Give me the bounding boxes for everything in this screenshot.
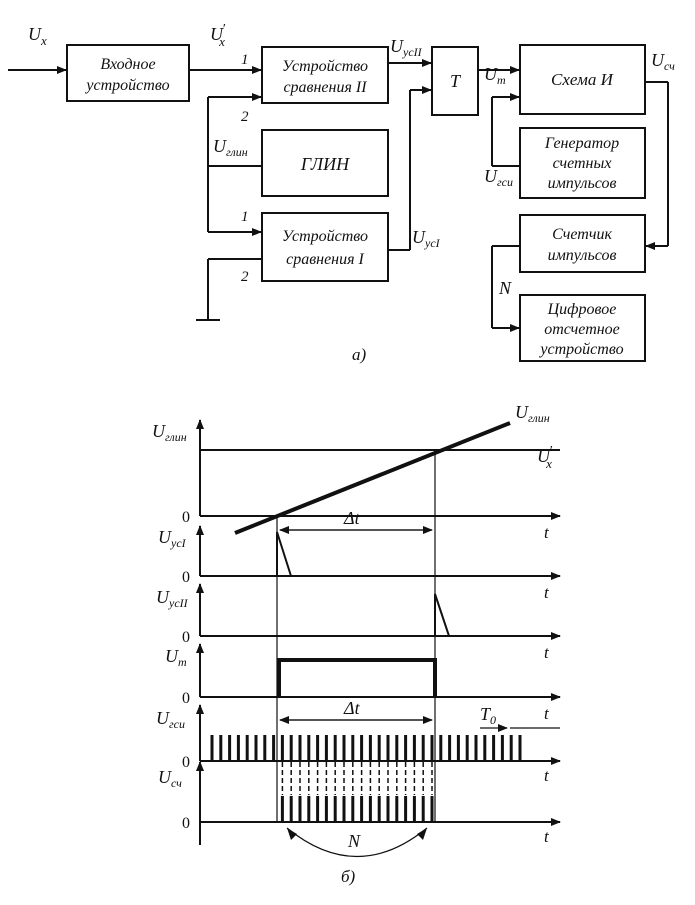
- delta-t-label-2: Δt: [343, 698, 361, 718]
- zero-3: 0: [182, 629, 190, 646]
- uglin-label: Uглин: [213, 136, 248, 159]
- generator-line3: импульсов: [548, 175, 617, 192]
- input-device-line1: Входное: [100, 56, 155, 73]
- t-label-4: t: [544, 704, 550, 723]
- glin-label: ГЛИН: [300, 154, 350, 174]
- input-device-block: Входное устройство: [66, 44, 190, 102]
- trace-label-usch: Uсч: [158, 767, 182, 790]
- trace-label-uus2: UусII: [156, 587, 189, 610]
- caption-a: а): [352, 345, 367, 364]
- generator-block: Генератор счетных импульсов: [519, 127, 646, 199]
- t-label-1: t: [544, 523, 550, 542]
- n-label: N: [498, 278, 512, 298]
- t0-label: T0: [480, 704, 496, 727]
- uus2-label: UусII: [390, 36, 423, 59]
- port-2-comparator-2: 2: [241, 109, 249, 125]
- display-line1: Цифровое: [547, 301, 617, 318]
- comparator-2-line2: сравнения II: [283, 79, 367, 96]
- block-diagram: Входное устройство Устройство сравнения …: [8, 22, 675, 364]
- uus2-pulse: [434, 593, 450, 637]
- generator-line2: счетных: [553, 155, 612, 172]
- glin-block: ГЛИН: [261, 129, 389, 197]
- t-label-6: t: [544, 827, 550, 846]
- zero-labels: 0 0 0 0 0 0: [182, 509, 190, 832]
- uus1-pulse: [276, 531, 292, 577]
- comparator-1-line1: Устройство: [282, 228, 368, 245]
- zero-4: 0: [182, 690, 190, 707]
- n-brace: [286, 827, 428, 857]
- counter-line1: Счетчик: [552, 226, 612, 243]
- n-brace-label: N: [347, 831, 361, 851]
- trigger-label: T: [450, 71, 462, 91]
- trace-label-uglin: Uглин: [152, 421, 187, 444]
- port-1-comparator-1: 1: [241, 209, 249, 225]
- trace-labels: Uглин UусI UусII Uт Uгси Uсч: [152, 421, 189, 790]
- t-label-2: t: [544, 583, 550, 602]
- timing-axes: [196, 419, 561, 845]
- ux-label: Ux: [28, 24, 47, 48]
- and-gate-label: Схема И: [551, 70, 615, 89]
- usch-label: Uсч: [651, 50, 675, 73]
- comparator-2-block: Устройство сравнения II: [261, 46, 389, 104]
- level-label: U′x: [537, 444, 553, 471]
- input-device-line2: устройство: [84, 77, 169, 94]
- caption-b: б): [341, 867, 356, 886]
- t-label-3: t: [544, 643, 550, 662]
- ut-gate-pulse: [277, 658, 437, 697]
- block-wires: [8, 59, 669, 332]
- delta-t-label-1: Δt: [343, 508, 361, 528]
- sch-pulse-train: [280, 762, 434, 822]
- zero-6: 0: [182, 815, 190, 832]
- t-labels: t t t t t t: [544, 523, 550, 846]
- display-line3: устройство: [538, 341, 623, 358]
- glin-ramp: [234, 421, 511, 535]
- counter-block: Счетчик импульсов: [519, 214, 646, 273]
- display-block: Цифровое отсчетное устройство: [519, 294, 646, 362]
- counter-line2: импульсов: [548, 247, 617, 264]
- comparator-2-line1: Устройство: [282, 58, 368, 75]
- ugsi-label: Uгси: [484, 166, 513, 189]
- trace-label-uus1: UусI: [158, 527, 187, 550]
- n-brace-arrow-left: [287, 828, 297, 840]
- uus1-label: UусI: [412, 227, 441, 250]
- trace-label-ugsi: Uгси: [156, 708, 185, 731]
- trace-label-ut: Uт: [165, 646, 187, 669]
- generator-line1: Генератор: [544, 135, 619, 152]
- zero-1: 0: [182, 509, 190, 526]
- gsi-pulse-train: [210, 735, 522, 761]
- uxp-label: U′x: [210, 22, 226, 49]
- port-2-comparator-1: 2: [241, 269, 249, 285]
- trigger-block: T: [431, 46, 479, 116]
- block-signal-labels: Ux U′x 1 2 Uглин 1 2 UусII UусI Uт Uсч U…: [28, 22, 675, 298]
- comparator-1-line2: сравнения I: [286, 251, 364, 268]
- comparator-1-block: Устройство сравнения I: [261, 212, 389, 282]
- n-brace-arrow-right: [417, 828, 427, 840]
- port-1-comparator-2: 1: [241, 52, 249, 68]
- ramp-label: Uглин: [515, 402, 550, 425]
- display-line2: отсчетное: [544, 321, 620, 338]
- t-label-5: t: [544, 766, 550, 785]
- timing-diagram: Uглин UусI UусII Uт Uгси Uсч 0 0 0 0 0 0…: [152, 402, 561, 886]
- zero-5: 0: [182, 754, 190, 771]
- and-gate-block: Схема И: [519, 44, 646, 115]
- ut-label: Uт: [484, 64, 506, 87]
- zero-2: 0: [182, 569, 190, 586]
